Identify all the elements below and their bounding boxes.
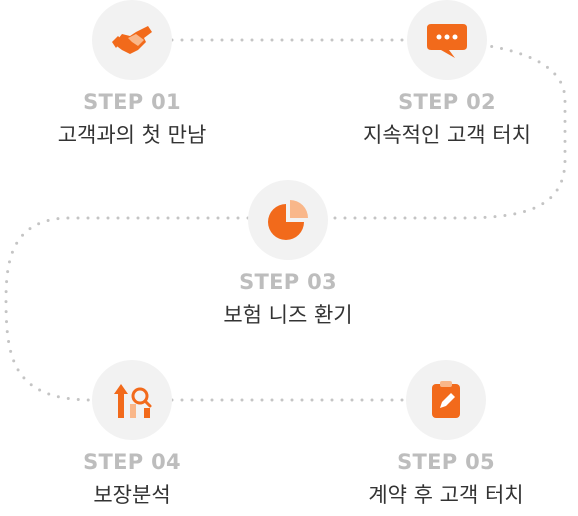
step-04: STEP 04 보장분석 <box>42 360 222 508</box>
step-04-label: STEP 04 <box>83 450 181 474</box>
analysis-chart-icon <box>114 384 152 418</box>
step-03-title: 보험 니즈 환기 <box>223 303 353 327</box>
handshake-icon <box>112 26 152 54</box>
step-02: STEP 02 지속적인 고객 터치 <box>357 0 537 148</box>
step-05-label: STEP 05 <box>397 450 495 474</box>
step-02-title: 지속적인 고객 터치 <box>363 123 531 147</box>
step-03: STEP 03 보험 니즈 환기 <box>198 180 378 328</box>
step-01: STEP 01 고객과의 첫 만남 <box>42 0 222 148</box>
chat-bubble-icon <box>427 24 467 58</box>
step-05-title: 계약 후 고객 터치 <box>368 483 524 507</box>
step-05-circle <box>406 360 486 440</box>
step-01-title: 고객과의 첫 만남 <box>57 123 207 147</box>
step-04-circle <box>92 360 172 440</box>
step-04-title: 보장분석 <box>93 483 171 507</box>
step-02-circle <box>407 0 487 80</box>
step-02-label: STEP 02 <box>398 90 496 114</box>
step-03-circle <box>248 180 328 260</box>
step-05: STEP 05 계약 후 고객 터치 <box>356 360 536 508</box>
clipboard-icon <box>432 381 460 418</box>
step-01-label: STEP 01 <box>83 90 181 114</box>
step-03-label: STEP 03 <box>239 270 337 294</box>
pie-chart-icon <box>268 200 308 240</box>
step-01-circle <box>92 0 172 80</box>
